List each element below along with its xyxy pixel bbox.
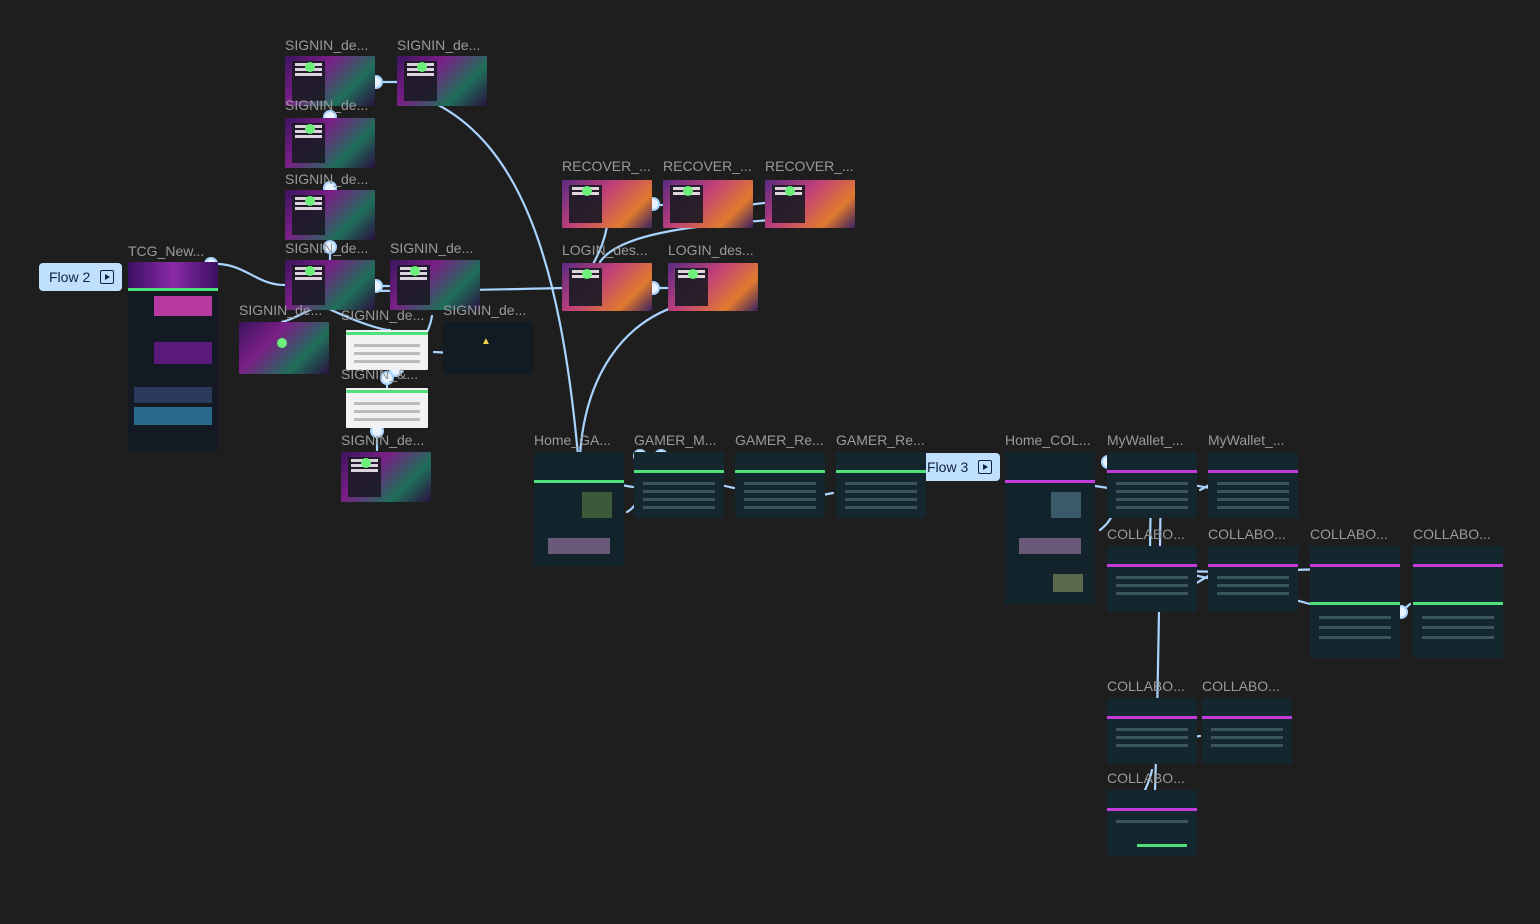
frame-label-recover: RECOVER_...	[663, 158, 752, 174]
frame-label-collabo: COLLABO...	[1107, 770, 1185, 786]
frame-tcg-new[interactable]	[128, 262, 218, 452]
frame-label-signin: SIGNIN_de...	[239, 302, 323, 318]
frame-label-home-gamer: Home_GA...	[534, 432, 612, 448]
frame-label-signin: SIGNIN_de...	[285, 97, 369, 113]
frame-login-1[interactable]	[562, 263, 652, 311]
frame-label-gamer-re: GAMER_Re...	[735, 432, 824, 448]
frame-recover-3[interactable]	[765, 180, 855, 228]
frame-label-signin: SIGNIN_de...	[397, 37, 481, 53]
frame-collabo-2[interactable]	[1208, 546, 1298, 612]
frame-label-tcg: TCG_New...	[128, 243, 205, 259]
frame-label-mywallet: MyWallet_...	[1107, 432, 1184, 448]
frame-collabo-1[interactable]	[1107, 546, 1197, 612]
frame-label-collabo: COLLABO...	[1310, 526, 1388, 542]
frame-label-recover: RECOVER_...	[765, 158, 854, 174]
frame-label-signin: SIGNIN_de...	[285, 37, 369, 53]
frame-collabo-5[interactable]	[1107, 698, 1197, 764]
frame-home-col[interactable]	[1005, 452, 1095, 604]
frame-label-signin: SIGNIN_de...	[341, 432, 425, 448]
frame-label-signin: SIGNIN_de...	[341, 307, 425, 323]
frame-mywallet-2[interactable]	[1208, 452, 1298, 518]
play-flow-icon[interactable]	[978, 460, 993, 474]
frame-gamer-re-1[interactable]	[735, 452, 825, 518]
frame-label-signin: SIGNIN_de...	[390, 240, 474, 256]
frame-label-mywallet: MyWallet_...	[1208, 432, 1285, 448]
frame-label-collabo: COLLABO...	[1413, 526, 1491, 542]
frame-label-signin: SIGNIN_de...	[443, 302, 527, 318]
frame-gamer-m[interactable]	[634, 452, 724, 518]
frame-collabo-6[interactable]	[1202, 698, 1292, 764]
flow-3-tag[interactable]: Flow 3	[917, 453, 1001, 481]
frame-signin-5[interactable]	[285, 260, 375, 310]
frame-signin-alert[interactable]: ▲	[443, 322, 533, 374]
frame-signin-6[interactable]	[390, 260, 480, 310]
frame-collabo-3[interactable]	[1310, 546, 1400, 658]
frame-label-collabo: COLLABO...	[1202, 678, 1280, 694]
frame-signin-3[interactable]	[285, 118, 375, 168]
frame-mywallet-1[interactable]	[1107, 452, 1197, 518]
frame-signin-8[interactable]	[341, 452, 431, 502]
frame-label-recover: RECOVER_...	[562, 158, 651, 174]
frame-login-2[interactable]	[668, 263, 758, 311]
flow-3-label: Flow 3	[927, 459, 969, 475]
frame-collabo-7[interactable]	[1107, 790, 1197, 856]
frame-label-gamer-re: GAMER_Re...	[836, 432, 925, 448]
frame-label-signin: SIGNIN_de...	[285, 171, 369, 187]
frame-label-login: LOGIN_des...	[668, 242, 754, 258]
frame-collabo-4[interactable]	[1413, 546, 1503, 658]
frame-label-signin: SIGNIN_&...	[341, 366, 419, 382]
frame-gamer-re-2[interactable]	[836, 452, 926, 518]
frame-signin-7[interactable]	[239, 322, 329, 374]
play-flow-icon[interactable]	[100, 270, 115, 284]
flow-2-tag[interactable]: Flow 2	[39, 263, 123, 291]
flow-2-label: Flow 2	[49, 269, 91, 285]
frame-label-collabo: COLLABO...	[1107, 526, 1185, 542]
frame-label-collabo: COLLABO...	[1208, 526, 1286, 542]
frame-signin-terms-1[interactable]	[346, 330, 428, 370]
frame-home-gamer[interactable]	[534, 452, 624, 566]
frame-label-collabo: COLLABO...	[1107, 678, 1185, 694]
frame-label-signin: SIGNIN_de...	[285, 240, 369, 256]
frame-label-gamer-m: GAMER_M...	[634, 432, 717, 448]
frame-signin-4[interactable]	[285, 190, 375, 240]
frame-signin-1[interactable]	[285, 56, 375, 106]
frame-label-home-col: Home_COL...	[1005, 432, 1091, 448]
frame-signin-terms-2[interactable]	[346, 388, 428, 428]
frame-signin-2[interactable]	[397, 56, 487, 106]
frame-recover-1[interactable]	[562, 180, 652, 228]
frame-recover-2[interactable]	[663, 180, 753, 228]
frame-label-login: LOGIN_des...	[562, 242, 648, 258]
